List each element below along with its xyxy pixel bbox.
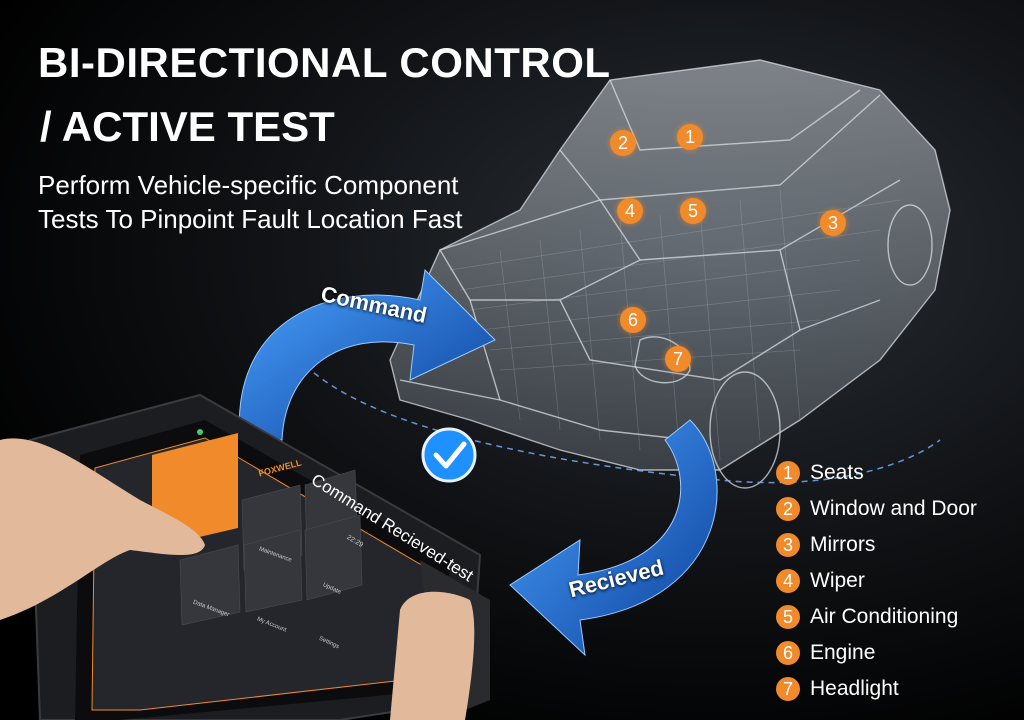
- check-badge: [421, 427, 477, 483]
- legend-item-mirrors: 3 Mirrors: [776, 527, 977, 563]
- headline-line1: BI-DIRECTIONAL CONTROL: [38, 39, 611, 86]
- marker-1: 1: [677, 124, 703, 150]
- legend-number: 2: [776, 497, 800, 521]
- marker-4: 4: [617, 198, 643, 224]
- marker-2: 2: [610, 130, 636, 156]
- received-arrow: [509, 419, 718, 657]
- legend-number: 1: [776, 461, 800, 485]
- right-hand: [390, 591, 475, 720]
- legend-number: 6: [776, 641, 800, 665]
- car-mesh: [449, 189, 901, 461]
- left-hand: [0, 438, 205, 620]
- legend-label: Air Conditioning: [810, 605, 959, 628]
- legend-label: Window and Door: [810, 497, 977, 520]
- marker-7: 7: [665, 346, 691, 372]
- legend-label: Headlight: [810, 677, 899, 700]
- command-arrow: [238, 268, 496, 441]
- legend-label: Mirrors: [810, 533, 876, 556]
- legend-item-air-conditioning: 5 Air Conditioning: [776, 599, 977, 635]
- component-legend: 1 Seats 2 Window and Door 3 Mirrors 4 Wi…: [776, 455, 977, 707]
- headline-subtitle: Perform Vehicle-specific Component Tests…: [38, 170, 463, 234]
- legend-item-wiper: 4 Wiper: [776, 563, 977, 599]
- headline-line2: / ACTIVE TEST: [40, 103, 335, 150]
- legend-number: 3: [776, 533, 800, 557]
- car-wireframe: [389, 59, 951, 489]
- legend-number: 4: [776, 569, 800, 593]
- legend-item-engine: 6 Engine: [776, 635, 977, 671]
- legend-number: 7: [776, 677, 800, 701]
- legend-item-headlight: 7 Headlight: [776, 671, 977, 707]
- legend-label: Seats: [810, 461, 864, 484]
- marker-6: 6: [620, 307, 646, 333]
- legend-number: 5: [776, 605, 800, 629]
- legend-label: Engine: [810, 641, 876, 664]
- legend-label: Wiper: [810, 569, 865, 592]
- marker-3: 3: [820, 210, 846, 236]
- marker-5: 5: [680, 198, 706, 224]
- legend-item-seats: 1 Seats: [776, 455, 977, 491]
- legend-item-window-door: 2 Window and Door: [776, 491, 977, 527]
